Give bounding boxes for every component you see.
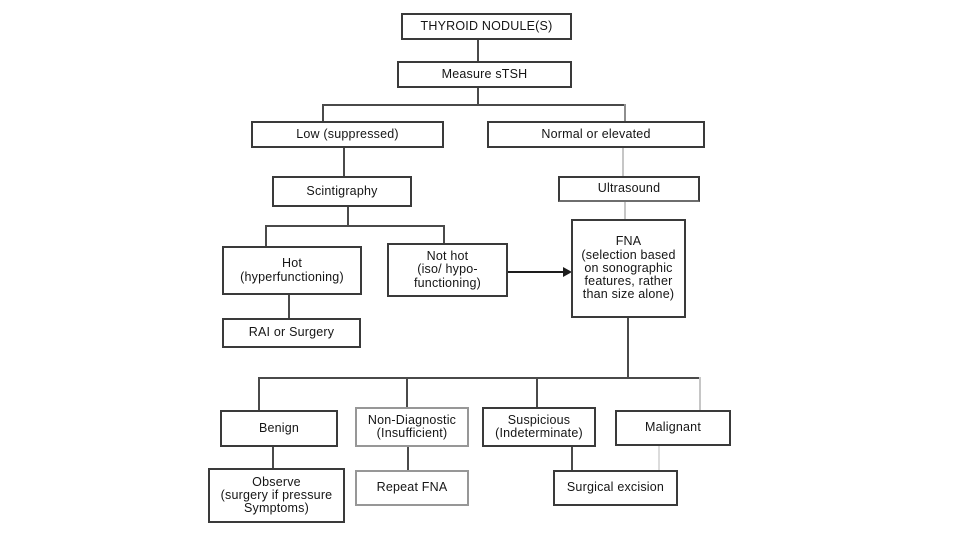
node-benign: Benign bbox=[220, 410, 338, 447]
connector-thyroid-measure bbox=[477, 40, 479, 61]
node-suspicious-label: Suspicious (Indeterminate) bbox=[495, 412, 583, 440]
arrow-right-icon bbox=[563, 267, 572, 277]
node-scintigraphy-label: Scintigraphy bbox=[306, 183, 378, 198]
node-normal-or-elevated: Normal or elevated bbox=[487, 121, 705, 148]
node-non-diagnostic-label: Non-Diagnostic (Insufficient) bbox=[367, 412, 457, 440]
connector-measure-stem bbox=[477, 88, 479, 105]
connector-fna-stem bbox=[627, 318, 629, 377]
node-low-suppressed: Low (suppressed) bbox=[251, 121, 444, 148]
node-low-suppressed-label: Low (suppressed) bbox=[296, 126, 399, 141]
node-surgical-excision-label: Surgical excision bbox=[566, 480, 665, 495]
node-observe: Observe (surgery if pressure Symptoms) bbox=[208, 468, 345, 523]
node-repeat-fna-label: Repeat FNA bbox=[376, 480, 448, 495]
node-measure-stsh-label: Measure sTSH bbox=[441, 66, 528, 81]
node-scintigraphy: Scintigraphy bbox=[272, 176, 412, 207]
node-suspicious: Suspicious (Indeterminate) bbox=[482, 407, 596, 447]
node-surgical-excision: Surgical excision bbox=[553, 470, 678, 506]
node-non-diagnostic: Non-Diagnostic (Insufficient) bbox=[355, 407, 469, 447]
node-rai-or-surgery-label: RAI or Surgery bbox=[248, 325, 335, 340]
node-thyroid-nodules-label: THYROID NODULE(S) bbox=[420, 18, 553, 33]
node-normal-or-elevated-label: Normal or elevated bbox=[541, 126, 651, 141]
connector-malignant-surgical bbox=[658, 446, 660, 470]
node-repeat-fna: Repeat FNA bbox=[355, 470, 469, 506]
connector-hot-rai bbox=[288, 295, 290, 318]
connector-split2-to-hot bbox=[265, 225, 267, 246]
connector-split3-horizontal bbox=[258, 377, 701, 379]
connector-scintigraphy-stem bbox=[347, 207, 349, 225]
connector-split1-to-low bbox=[322, 104, 324, 121]
connector-low-scintigraphy bbox=[343, 148, 345, 176]
node-hot-hyperfunctioning-label: Hot (hyperfunctioning) bbox=[240, 256, 344, 284]
node-not-hot: Not hot (iso/ hypo- functioning) bbox=[387, 243, 508, 297]
connector-split2-to-nothot bbox=[443, 225, 445, 243]
node-fna: FNA (selection based on sonographic feat… bbox=[571, 219, 686, 318]
node-ultrasound-label: Ultrasound bbox=[597, 181, 661, 196]
connector-split1-horizontal bbox=[322, 104, 626, 106]
connector-split2-horizontal bbox=[265, 225, 445, 227]
node-thyroid-nodules: THYROID NODULE(S) bbox=[401, 13, 572, 40]
node-not-hot-label: Not hot (iso/ hypo- functioning) bbox=[413, 249, 482, 290]
node-malignant: Malignant bbox=[615, 410, 731, 446]
node-fna-label: FNA (selection based on sonographic feat… bbox=[581, 234, 676, 302]
connector-nothot-fna-arrow-shaft bbox=[508, 271, 565, 273]
connector-split1-to-normal bbox=[624, 104, 626, 121]
connector-ultrasound-fna bbox=[624, 202, 626, 219]
node-rai-or-surgery: RAI or Surgery bbox=[222, 318, 361, 348]
connector-suspicious-surgical bbox=[571, 447, 573, 470]
node-benign-label: Benign bbox=[258, 420, 300, 435]
node-observe-label: Observe (surgery if pressure Symptoms) bbox=[220, 474, 333, 516]
connector-split3-to-malignant bbox=[699, 377, 701, 410]
connector-split3-to-suspicious bbox=[536, 377, 538, 407]
connector-normal-ultrasound bbox=[622, 148, 624, 176]
connector-benign-observe bbox=[272, 446, 274, 468]
node-measure-stsh: Measure sTSH bbox=[397, 61, 572, 88]
node-ultrasound: Ultrasound bbox=[558, 176, 700, 202]
connector-split3-to-nondiagnostic bbox=[406, 377, 408, 407]
node-malignant-label: Malignant bbox=[645, 420, 701, 435]
connector-split3-to-benign bbox=[258, 377, 260, 410]
connector-nondiagnostic-repeatfna bbox=[407, 447, 409, 470]
node-hot-hyperfunctioning: Hot (hyperfunctioning) bbox=[222, 246, 362, 295]
